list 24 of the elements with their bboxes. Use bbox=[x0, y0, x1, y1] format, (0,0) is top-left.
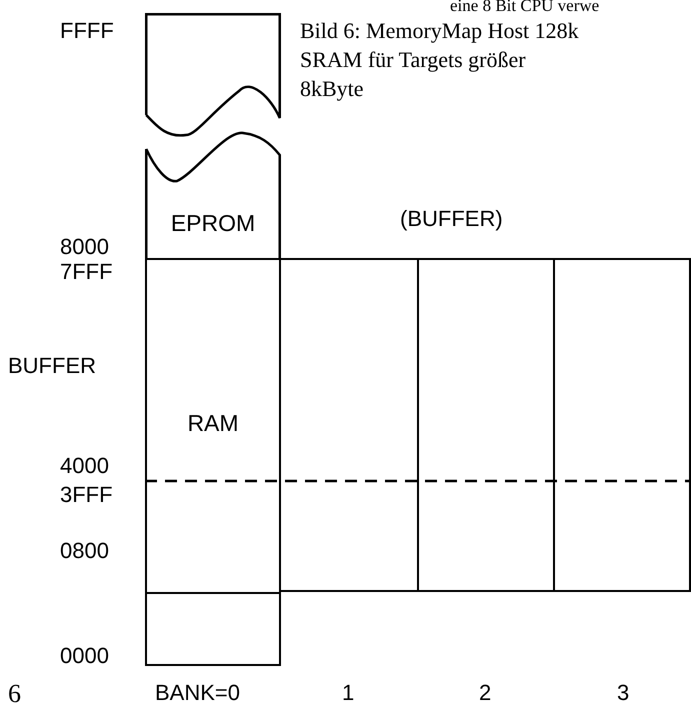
area-label: (BUFFER) bbox=[400, 208, 503, 230]
address-label: 3FFF bbox=[60, 484, 113, 506]
figure-caption: Bild 6: MemoryMap Host 128k SRAM für Targets größer 8kByte bbox=[300, 17, 580, 103]
cut-off-text: eine 8 Bit CPU verwe bbox=[450, 0, 600, 14]
area-label: BUFFER bbox=[8, 355, 96, 377]
memory-segment-broken bbox=[145, 13, 281, 260]
segment-label: RAM bbox=[186, 410, 240, 437]
address-label: 0000 bbox=[60, 645, 109, 667]
bank-label: 2 bbox=[479, 682, 492, 704]
memory-segment bbox=[279, 258, 419, 592]
segment-label: EPROM bbox=[170, 210, 256, 237]
memory-segment bbox=[145, 258, 281, 594]
address-label: 8000 bbox=[60, 236, 109, 258]
page-number: 6 bbox=[8, 681, 21, 707]
memory-segment bbox=[145, 592, 281, 666]
bank-label: 3 bbox=[617, 682, 630, 704]
bank-label: BANK=0 bbox=[155, 682, 240, 704]
address-label: 4000 bbox=[60, 455, 109, 477]
memory-segment bbox=[417, 258, 555, 592]
address-label: FFFF bbox=[60, 20, 114, 42]
bank-label: 1 bbox=[342, 682, 354, 704]
address-label: 0800 bbox=[60, 540, 109, 562]
address-label: 7FFF bbox=[60, 261, 113, 283]
memory-segment bbox=[553, 258, 691, 592]
